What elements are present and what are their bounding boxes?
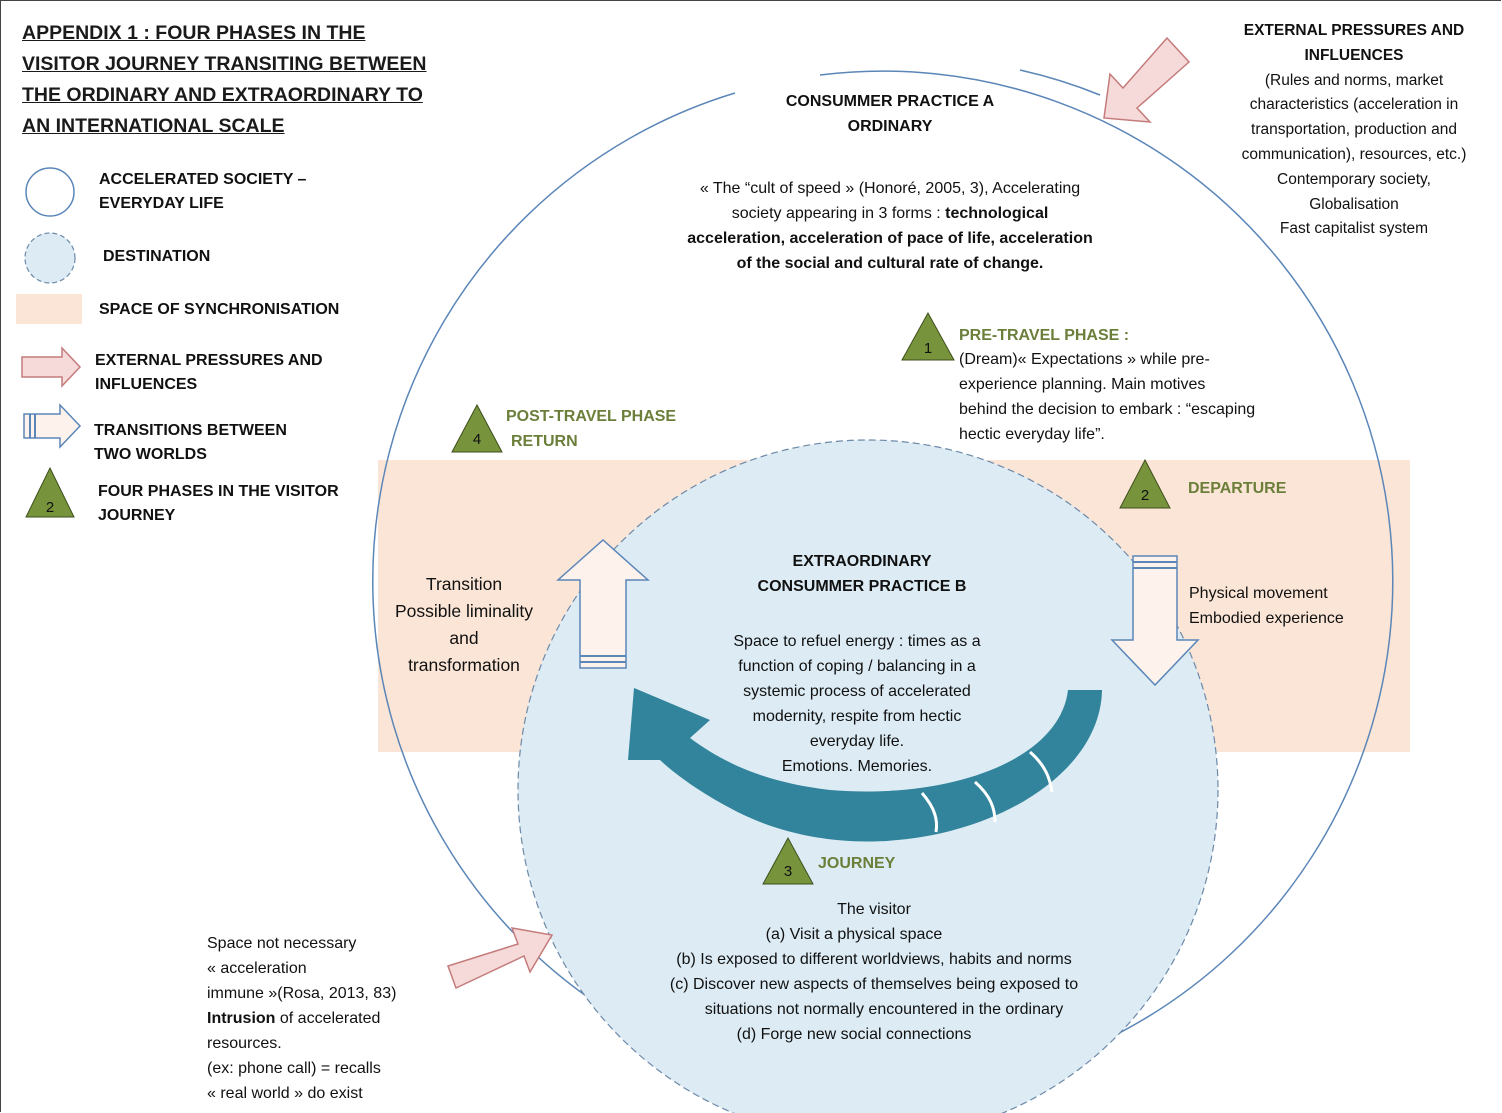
departure-down-arrow — [1110, 555, 1200, 687]
legend-phase-triangle-icon: 2 — [25, 466, 75, 518]
phase2-triangle-icon: 2 — [1119, 458, 1171, 509]
physical-movement-text: Physical movement Embodied experience — [1189, 585, 1344, 627]
legend-destination-icon — [24, 232, 76, 284]
transition-text: Transition Possible liminality and trans… — [394, 574, 534, 675]
legend-destination-label: DESTINATION — [103, 248, 211, 265]
phase1-description: (Dream)« Expectations » while pre- exper… — [959, 351, 1256, 443]
legend-phases-label: FOUR PHASES IN THE VISITOR JOURNEY — [98, 483, 339, 524]
phase4-triangle-icon: 4 — [451, 403, 503, 453]
practice-b-heading: EXTRAORDINARY CONSUMMER PRACTICE B — [757, 553, 967, 595]
practice-a-heading: CONSUMMER PRACTICE A ORDINARY — [785, 93, 995, 135]
phase4-label: POST-TRAVEL PHASE RETURN — [506, 408, 677, 450]
legend-external-label: EXTERNAL PRESSURES AND INFLUENCES — [95, 352, 323, 393]
svg-text:1: 1 — [924, 340, 932, 357]
svg-text:2: 2 — [46, 499, 54, 516]
space-note: Space not necessary « acceleration immun… — [207, 935, 397, 1102]
legend-external-arrow-icon — [21, 346, 82, 388]
legend-accelerated-label: ACCELERATED SOCIETY – EVERYDAY LIFE — [99, 171, 307, 212]
legend-synchronisation-label: SPACE OF SYNCHRONISATION — [99, 301, 340, 318]
practice-a-quote: « The “cult of speed » (Honoré, 2005, 3)… — [687, 180, 1093, 272]
page-title: APPENDIX 1 : FOUR PHASES IN THE VISITOR … — [22, 22, 427, 137]
legend-accelerated-icon — [25, 167, 75, 217]
visitor-list: The visitor (a) Visit a physical space (… — [669, 901, 1079, 1043]
phase1-triangle-icon: 1 — [901, 311, 955, 361]
phase2-label: DEPARTURE — [1188, 480, 1287, 497]
external-pressure-arrow-top — [1103, 36, 1191, 123]
svg-text:2: 2 — [1141, 487, 1149, 504]
legend-synchronisation-icon — [16, 294, 82, 324]
practice-b-description: Space to refuel energy : times as a func… — [733, 633, 981, 775]
cycle-arrow — [628, 688, 1102, 842]
destination-circle — [517, 439, 1219, 1113]
phase3-label: JOURNEY — [818, 855, 896, 872]
svg-text:3: 3 — [784, 863, 792, 880]
external-pressures-text: EXTERNAL PRESSURES AND INFLUENCES (Rules… — [1241, 22, 1467, 238]
legend-transitions-label: TRANSITIONS BETWEEN TWO WORLDS — [94, 422, 287, 463]
external-pressure-arrow-bottom — [447, 927, 554, 990]
legend-transition-arrow-icon — [23, 403, 82, 449]
phase1-label: PRE-TRAVEL PHASE : — [959, 327, 1130, 344]
svg-text:4: 4 — [473, 431, 481, 448]
transition-up-arrow — [556, 538, 650, 669]
phase3-triangle-icon: 3 — [762, 836, 814, 885]
